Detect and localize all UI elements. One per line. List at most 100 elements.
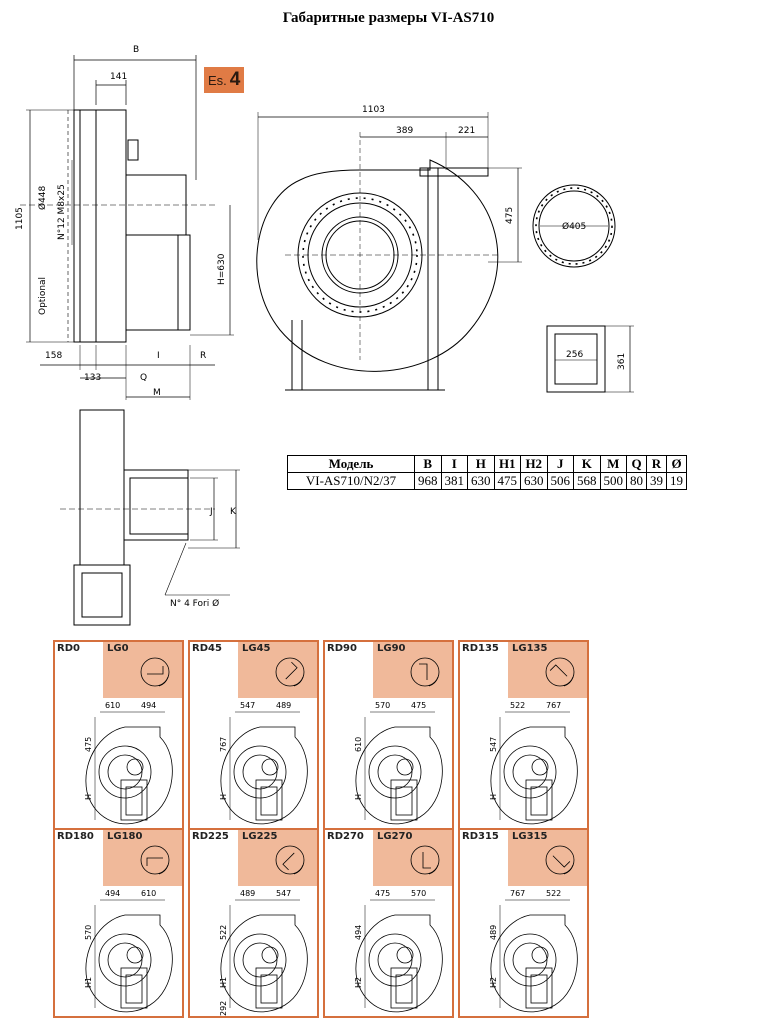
rd-label: RD180 xyxy=(57,831,94,842)
rd-label: RD225 xyxy=(192,831,229,842)
spec-cell: 568 xyxy=(573,472,601,490)
orientation-panel-rd270: RD270 LG270 475 570 494 H2 xyxy=(323,828,454,1018)
spec-header: K xyxy=(573,455,601,473)
spec-header: M xyxy=(599,455,627,473)
dim-label: 767 xyxy=(510,889,525,898)
spec-cell: VI-AS710/N2/37 xyxy=(287,472,415,490)
label-475: 475 xyxy=(505,207,515,224)
lg-label: LG45 xyxy=(242,643,271,654)
lg-label: LG0 xyxy=(107,643,129,654)
lg-label: LG270 xyxy=(377,831,413,842)
orientation-panel-rd0: RD0 LG0 610 494 475 H xyxy=(53,640,184,830)
dim-label: 610 xyxy=(354,737,363,752)
direction-icon xyxy=(275,845,305,875)
dim-label: 767 xyxy=(546,701,561,710)
dim-label: 475 xyxy=(375,889,390,898)
dim-label: 570 xyxy=(84,925,93,940)
direction-icon xyxy=(545,657,575,687)
label-B: B xyxy=(133,45,139,55)
direction-icon xyxy=(410,845,440,875)
spec-header-row: Модель B I H H1 H2 J K M Q R Ø xyxy=(287,455,687,473)
rd-label: RD270 xyxy=(327,831,364,842)
spec-cell: 80 xyxy=(626,472,647,490)
rotation-arrow xyxy=(293,676,304,687)
rotation-arrow xyxy=(563,676,574,687)
dim-label: 489 xyxy=(240,889,255,898)
dim-label: 767 xyxy=(219,737,228,752)
label-133: 133 xyxy=(84,373,101,383)
dim-label: 610 xyxy=(141,889,156,898)
fan-sketch: 570 475 610 H xyxy=(354,657,443,825)
height-label: H1 xyxy=(84,977,93,988)
lg-label: LG315 xyxy=(512,831,548,842)
direction-icon-outlet xyxy=(552,855,571,868)
direction-icon xyxy=(410,657,440,687)
direction-icon-outlet xyxy=(419,663,428,680)
label-141: 141 xyxy=(110,72,127,82)
rd-label: RD0 xyxy=(57,643,80,654)
es-badge-number: 4 xyxy=(229,69,241,90)
table-row: VI-AS710/N2/37 968 381 630 475 630 506 5… xyxy=(287,472,687,490)
spec-header: Ø xyxy=(666,455,687,473)
dim-label: 475 xyxy=(411,701,426,710)
spec-cell: 630 xyxy=(520,472,548,490)
dim-label: 522 xyxy=(546,889,561,898)
dim-label: 494 xyxy=(105,889,120,898)
spec-header: Модель xyxy=(287,455,415,473)
label-158: 158 xyxy=(45,351,62,361)
orientation-panel-rd315: RD315 LG315 767 522 489 H2 xyxy=(458,828,589,1018)
spec-cell: 475 xyxy=(493,472,521,490)
rd-label: RD315 xyxy=(462,831,499,842)
label-1103: 1103 xyxy=(362,105,385,115)
label-R: R xyxy=(200,351,206,361)
height-label: H2 xyxy=(354,977,363,988)
fan-sketch: 489 547 522 H1 292 xyxy=(219,845,308,1016)
dim-label: 570 xyxy=(411,889,426,898)
rotation-arrow xyxy=(158,864,169,875)
direction-icon-outlet xyxy=(285,661,298,680)
dim-label: 547 xyxy=(489,737,498,752)
spec-header: R xyxy=(646,455,667,473)
dim-label: 570 xyxy=(375,701,390,710)
rotation-arrow xyxy=(563,864,574,875)
rotation-arrow xyxy=(428,864,439,875)
label-256: 256 xyxy=(566,350,583,360)
height-label: H xyxy=(354,794,363,800)
direction-icon-outlet xyxy=(146,857,163,866)
technical-drawing: B 141 1105 Ø448 N°12 M8x25 Optional H=63… xyxy=(15,45,634,626)
spec-cell: 630 xyxy=(467,472,495,490)
dim-label: 292 xyxy=(219,1001,228,1016)
rotation-arrow xyxy=(158,676,169,687)
lg-label: LG180 xyxy=(107,831,143,842)
label-448: Ø448 xyxy=(37,185,48,210)
dim-label: 494 xyxy=(141,701,156,710)
rd-label: RD135 xyxy=(462,643,499,654)
rotation-arrow xyxy=(428,676,439,687)
orientation-panel-rd180: RD180 LG180 494 610 570 H1 xyxy=(53,828,184,1018)
orientation-panel-rd225: RD225 LG225 489 547 522 H1 292 xyxy=(188,828,319,1018)
direction-icon xyxy=(275,657,305,687)
fan-sketch: 547 489 767 H xyxy=(219,657,308,825)
dim-label: 522 xyxy=(510,701,525,710)
dim-label: 475 xyxy=(84,737,93,752)
orientation-panel-rd45: RD45 LG45 547 489 767 H xyxy=(188,640,319,830)
rd-label: RD45 xyxy=(192,643,222,654)
label-bolts: N°12 M8x25 xyxy=(57,184,67,240)
spec-header: H1 xyxy=(493,455,521,473)
spec-cell: 500 xyxy=(599,472,627,490)
page-title: Габаритные размеры VI-AS710 xyxy=(282,10,495,26)
lg-label: LG90 xyxy=(377,643,406,654)
dim-label: 489 xyxy=(276,701,291,710)
spec-header: Q xyxy=(626,455,647,473)
spec-cell: 381 xyxy=(440,472,468,490)
rotation-arrow xyxy=(293,864,304,875)
es-badge: Es.4 xyxy=(204,67,244,93)
label-J: J xyxy=(209,507,213,517)
orientation-panel-rd135: RD135 LG135 522 767 547 H xyxy=(458,640,589,830)
direction-icon xyxy=(140,845,170,875)
direction-icon-outlet xyxy=(147,666,164,675)
label-optional: Optional xyxy=(38,277,48,315)
label-M: M xyxy=(153,388,161,398)
spec-cell: 39 xyxy=(646,472,667,490)
fan-sketch: 610 494 475 H xyxy=(84,657,173,825)
